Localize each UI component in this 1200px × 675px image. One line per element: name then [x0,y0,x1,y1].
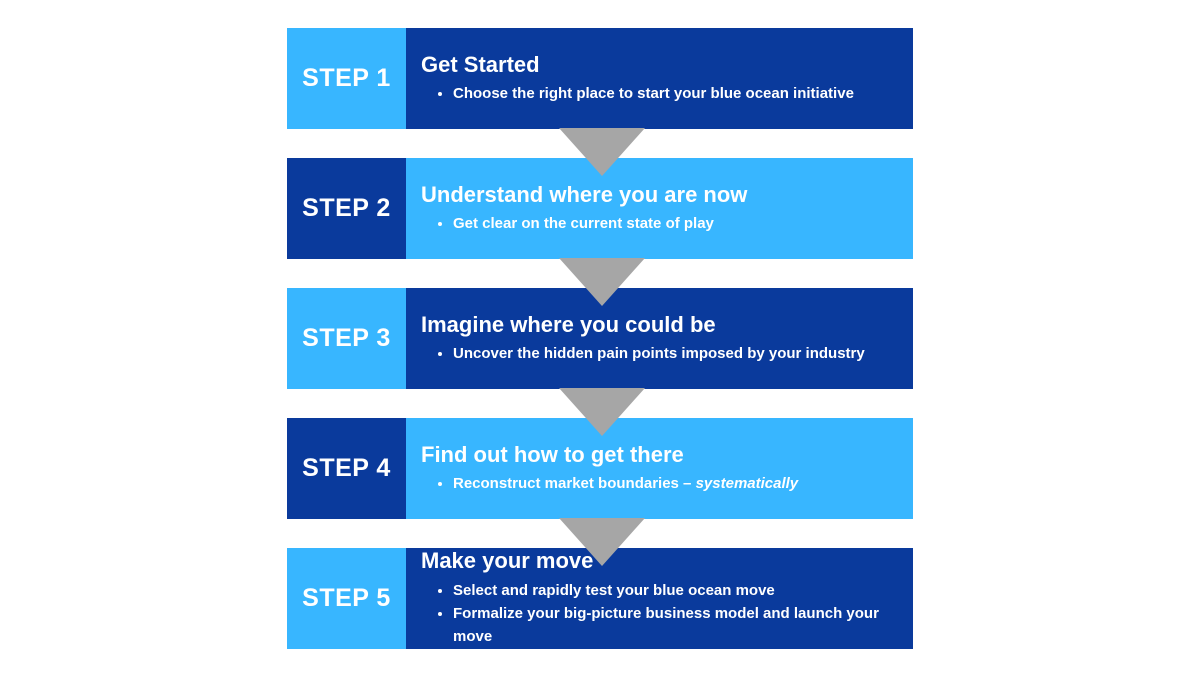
step-bullet: Uncover the hidden pain points imposed b… [453,342,901,365]
step-content: Get StartedChoose the right place to sta… [406,28,913,129]
step-bullet: Formalize your big-picture business mode… [453,602,901,649]
step-bullet: Get clear on the current state of play [453,212,901,235]
step-row: STEP 3 Imagine where you could be Uncover … [287,288,913,389]
step-bullet: Select and rapidly test your blue ocean … [453,579,901,602]
step-content: Find out how to get thereReconstruct mar… [406,418,913,519]
step-bullets: Uncover the hidden pain points imposed b… [421,342,901,365]
step-label: STEP 2 [287,158,406,259]
step-bullet-text: Choose the right place to start your blu… [453,85,854,103]
step-bullet: Reconstruct market boundaries – systemat… [453,472,901,495]
step-bullet-text: Reconstruct market boundaries – [453,475,696,493]
step-title: Imagine where you could be [421,311,716,337]
step-bullet-text: Uncover the hidden pain points imposed b… [453,345,865,363]
step-bullets: Choose the right place to start your blu… [421,82,901,105]
step-label: STEP 4 [287,418,406,519]
step-bullets: Select and rapidly test your blue ocean … [421,579,901,649]
step-title: Make your move [421,548,594,574]
step-label: STEP 1 [287,28,406,129]
step-title: Understand where you are now [421,181,748,207]
step-label: STEP 3 [287,288,406,389]
step-title: Get Started [421,51,540,77]
step-content: Make your moveSelect and rapidly test yo… [406,548,913,649]
step-bullets: Get clear on the current state of play [421,212,901,235]
step-bullet-italic-text: systematically [695,475,799,493]
step-bullet-text: Select and rapidly test your blue ocean … [453,581,775,599]
step-content: Imagine where you could be Uncover the hi… [406,288,913,389]
step-bullet: Choose the right place to start your blu… [453,82,901,105]
step-bullet-text: Formalize your big-picture business mode… [453,605,879,646]
step-content: Understand where you are nowGet clear on… [406,158,913,259]
step-bullet-text: Get clear on the current state of play [453,215,714,233]
step-bullets: Reconstruct market boundaries – systemat… [421,472,901,495]
step-label: STEP 5 [287,548,406,649]
step-title: Find out how to get there [421,441,684,467]
